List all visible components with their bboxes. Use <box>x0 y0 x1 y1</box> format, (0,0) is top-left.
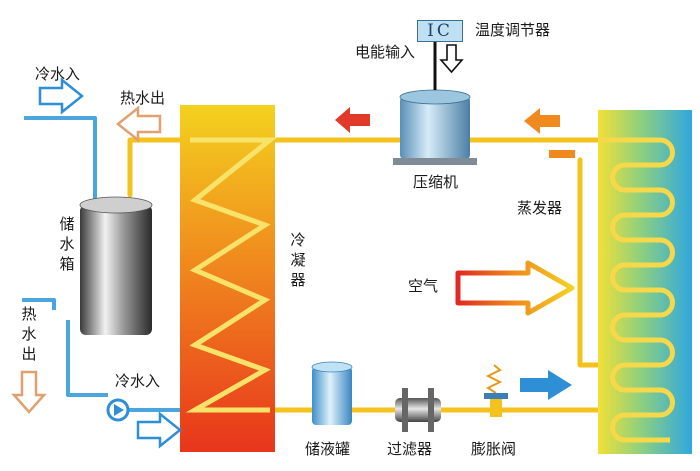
condenser <box>180 105 278 452</box>
arrow-to-evaporator <box>520 370 572 400</box>
power-arrow <box>439 44 464 74</box>
condenser-coil <box>185 137 278 413</box>
water-pump <box>106 398 130 422</box>
condenser-body <box>180 105 275 452</box>
label-receiver-tank: 储液罐 <box>305 440 351 458</box>
label-condenser: 冷凝器 <box>290 231 306 289</box>
arrow-refrigerant-left <box>335 107 370 133</box>
flow-arrows <box>11 44 575 449</box>
water-pipes <box>22 116 180 412</box>
arrow-cold-in-top <box>38 77 85 115</box>
evaporator <box>598 110 692 454</box>
pipe-cold-in-top <box>24 116 97 215</box>
label-cold-water-in-bottom: 冷水入 <box>115 372 161 390</box>
storage-tank <box>79 196 153 335</box>
label-expansion-valve: 膨胀阀 <box>471 440 517 458</box>
arrow-cold-in-bottom <box>136 411 183 449</box>
pipe-evap-return <box>577 157 603 368</box>
label-hot-water-out-top: 热水出 <box>120 89 166 107</box>
label-air: 空气 <box>408 277 439 295</box>
pipe-cold-in-bottom <box>66 320 108 397</box>
label-temperature-regulator: 温度调节器 <box>475 21 551 39</box>
label-filter: 过滤器 <box>387 440 433 458</box>
compressor <box>393 89 477 165</box>
ic-chip: IC <box>417 20 463 42</box>
pipe-hot-out-side <box>22 298 56 310</box>
label-cold-water-in-top: 冷水入 <box>35 65 81 83</box>
arrow-hot-out-side <box>11 370 47 414</box>
label-hot-water-out-side: 热水出 <box>21 305 37 363</box>
arrow-hot-out-top <box>115 105 162 143</box>
receiver-tank <box>311 361 353 425</box>
label-compressor: 压缩机 <box>413 173 459 191</box>
label-evaporator: 蒸发器 <box>517 199 563 217</box>
pipe-hot-out-top <box>127 137 183 198</box>
evaporator-coil <box>600 137 675 443</box>
arrow-evap-out-tail <box>549 150 575 158</box>
expansion-valve <box>484 364 508 417</box>
arrow-evap-out <box>524 108 560 134</box>
label-storage-tank: 储水箱 <box>59 215 75 273</box>
arrow-air <box>455 260 575 316</box>
label-power-input: 电能输入 <box>355 43 416 61</box>
filter <box>395 388 441 432</box>
